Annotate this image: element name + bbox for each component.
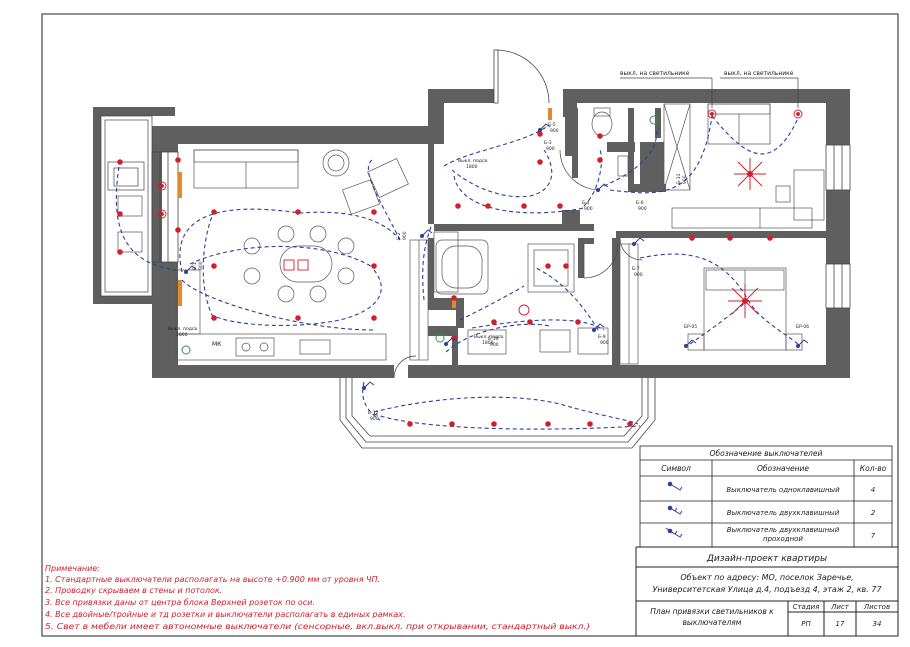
walls <box>93 89 850 378</box>
note-line-2: 2. Проводку скрываем в стены и потолок. <box>45 586 222 595</box>
sheet-label: Лист <box>830 603 850 611</box>
legend-header-symbol: Символ <box>661 464 691 473</box>
mark-s2-height: 900 <box>550 128 559 134</box>
kitchen-switch-label: Выкл. подсв. <box>168 326 198 332</box>
kitchen-switch-height: 1800 <box>176 332 188 338</box>
legend-header-count: Кол-во <box>860 464 887 473</box>
callout-lamp-switch-2: выкл. на светильнике <box>724 70 794 77</box>
bed-right-label: БР-06 <box>796 324 809 330</box>
single-switch-lever <box>669 483 683 491</box>
mark-s7-code: Б-7 <box>632 266 640 272</box>
title-block: Дизайн-проект квартиры Объект по адресу:… <box>635 546 898 636</box>
mark-s9-code: Б-10 <box>488 336 499 342</box>
radiators <box>178 108 552 308</box>
notes-title: Примечание: <box>45 564 100 573</box>
sheets-value: 34 <box>873 620 882 628</box>
mark-s6-height: 900 <box>638 206 647 212</box>
mark-s2-code: Б-5 <box>548 122 556 128</box>
sheet-name-1: План привязки светильников к <box>650 607 774 616</box>
stage-label: Стадия <box>793 603 820 611</box>
project-title: Дизайн-проект квартиры <box>706 554 827 564</box>
mark-s7-height: 900 <box>634 272 643 278</box>
switch-symbols <box>184 123 809 390</box>
sheet-value: 17 <box>836 620 845 628</box>
bath-switch-label: Выкл. подсв. <box>458 158 488 164</box>
bed-left-label: БР-05 <box>684 324 697 330</box>
hall-switch-height: 1800 <box>482 340 494 346</box>
wall-lamps <box>157 109 803 316</box>
legend-table: Обозначение выключателей Символ Обозначе… <box>639 445 893 548</box>
hall-switch-label: Выкл. подсв. <box>474 334 504 340</box>
bath-switch-height: 1800 <box>466 164 478 170</box>
plan-labels: выкл. на светильнике выкл. на светильник… <box>168 70 809 422</box>
wiring <box>115 115 799 430</box>
callout-lamp-switch-1: выкл. на светильнике <box>620 70 690 77</box>
mark-s4-code: Б-2 <box>396 232 402 240</box>
legend-row1-name: Выключатель одноклавишный <box>726 486 840 494</box>
chandeliers <box>728 158 766 318</box>
mark-s4-height: 900 <box>402 231 408 240</box>
mark-s11-height: 900 <box>370 416 379 422</box>
mark-s3-code: Б-1 <box>192 262 198 270</box>
bottom-balcony <box>339 378 656 449</box>
mark-s10-height: 900 <box>682 175 688 184</box>
notes: Примечание: 1. Стандартные выключатели р… <box>45 564 590 631</box>
legend-row3-count: 7 <box>871 532 876 540</box>
note-line-3: 3. Все привязки даны от центра блока Вер… <box>45 598 315 607</box>
mark-s11-code: Б-12 <box>368 410 379 416</box>
inner-doors <box>393 149 643 379</box>
note-line-5: 5. Свет в мебели имеет автономные выключ… <box>45 622 590 631</box>
mark-s10-code: Б-11 <box>676 173 682 184</box>
mark-s3-height: 900 <box>198 261 204 270</box>
address-line-2: Университетская Улица д.4, подъезд 4, эт… <box>652 585 882 594</box>
kitchen-mk-label: МК <box>212 341 222 348</box>
double-switch-lever <box>669 507 683 515</box>
legend-header-name: Обозначение <box>757 464 809 473</box>
left-balcony <box>100 115 153 297</box>
mark-s8-height: 900 <box>600 340 609 346</box>
legend-row1-count: 4 <box>871 486 875 494</box>
callout-lines <box>620 77 799 108</box>
sheet-name-2: выключателям <box>683 618 742 627</box>
mark-s9-height: 900 <box>490 342 499 348</box>
sheets-label: Листов <box>863 603 890 611</box>
entrance-door <box>493 49 550 104</box>
mark-s1-height: 900 <box>546 146 555 152</box>
mark-s8-code: Б-9 <box>598 334 606 340</box>
legend-row2-count: 2 <box>871 509 876 517</box>
light-points <box>117 131 773 427</box>
sheet-frame <box>41 13 899 637</box>
mark-s5-height: 900 <box>584 206 593 212</box>
legend-row2-name: Выключатель двухклавишный <box>727 509 840 517</box>
pass-through-switch-lever <box>665 527 683 538</box>
mark-s6-code: Б-6 <box>636 200 644 206</box>
plan-badges <box>181 115 659 355</box>
mark-s1-code: Б-3 <box>544 140 552 146</box>
mark-s5-code: Б-4 <box>582 200 590 206</box>
legend-title: Обозначение выключателей <box>710 449 823 458</box>
note-line-4: 4. Все двойные/тройные и тд розетки и вы… <box>45 610 406 619</box>
legend-row3-name: Выключатель двухклавишный <box>727 526 840 534</box>
windows <box>151 144 851 309</box>
legend-row3-name2: проходной <box>763 535 803 543</box>
note-line-1: 1. Стандартные выключатели располагать н… <box>45 575 380 584</box>
stage-value: РП <box>801 620 811 628</box>
furniture <box>117 103 825 365</box>
address-line-1: Объект по адресу: МО, поселок Заречье, <box>680 573 853 582</box>
